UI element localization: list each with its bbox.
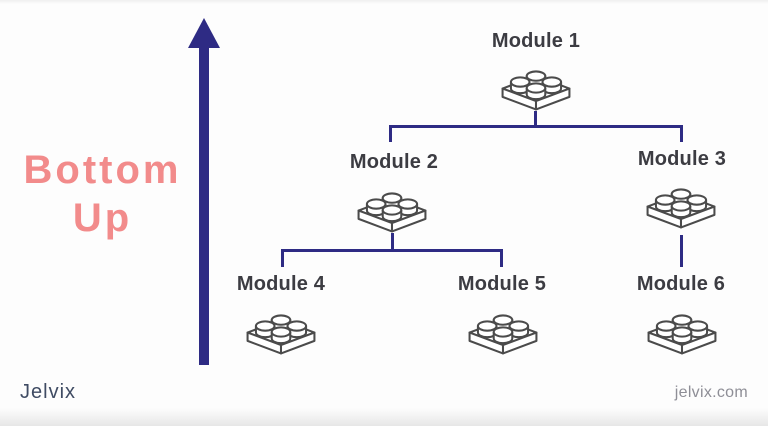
lego-brick-icon bbox=[501, 70, 571, 111]
module-2-label: Module 2 bbox=[349, 151, 439, 173]
website-url: jelvix.com bbox=[674, 384, 748, 401]
jelvix-logo: Jelvix bbox=[20, 381, 77, 403]
lego-brick-icon bbox=[357, 192, 427, 233]
lego-brick bbox=[464, 306, 542, 360]
top-edge-shadow bbox=[0, 0, 768, 4]
connector-m2-m5-drop bbox=[500, 249, 503, 267]
connector-m1-m3-drop bbox=[680, 125, 683, 142]
module-5-label: Module 5 bbox=[457, 273, 547, 295]
connector-m1-m2-drop bbox=[389, 125, 392, 142]
module-1-label: Module 1 bbox=[491, 30, 581, 52]
bottom-up-arrow-icon bbox=[188, 18, 220, 365]
lego-brick-icon bbox=[646, 188, 716, 229]
module-6-label: Module 6 bbox=[636, 273, 726, 295]
module-3-label: Module 3 bbox=[637, 148, 727, 170]
approach-title: Bottom Up bbox=[10, 146, 195, 242]
connector-m1-stub bbox=[534, 111, 537, 127]
title-line-1: Bottom bbox=[23, 148, 182, 192]
bottom-edge-shadow bbox=[0, 408, 768, 426]
title-line-2: Up bbox=[72, 196, 133, 240]
connector-m2-horizontal bbox=[281, 249, 503, 252]
lego-brick-icon bbox=[468, 314, 538, 355]
connector-m2-m4-drop bbox=[281, 249, 284, 267]
connector-m2-stub bbox=[391, 233, 394, 251]
lego-brick-icon bbox=[246, 314, 316, 355]
module-4-label: Module 4 bbox=[236, 273, 326, 295]
lego-brick-icon bbox=[647, 314, 717, 355]
connector-m1-horizontal bbox=[389, 125, 683, 128]
lego-brick bbox=[643, 306, 721, 360]
connector-m3-m6 bbox=[680, 235, 683, 267]
lego-brick bbox=[497, 62, 575, 116]
lego-brick bbox=[353, 184, 431, 238]
lego-brick bbox=[642, 180, 720, 234]
lego-brick bbox=[242, 306, 320, 360]
